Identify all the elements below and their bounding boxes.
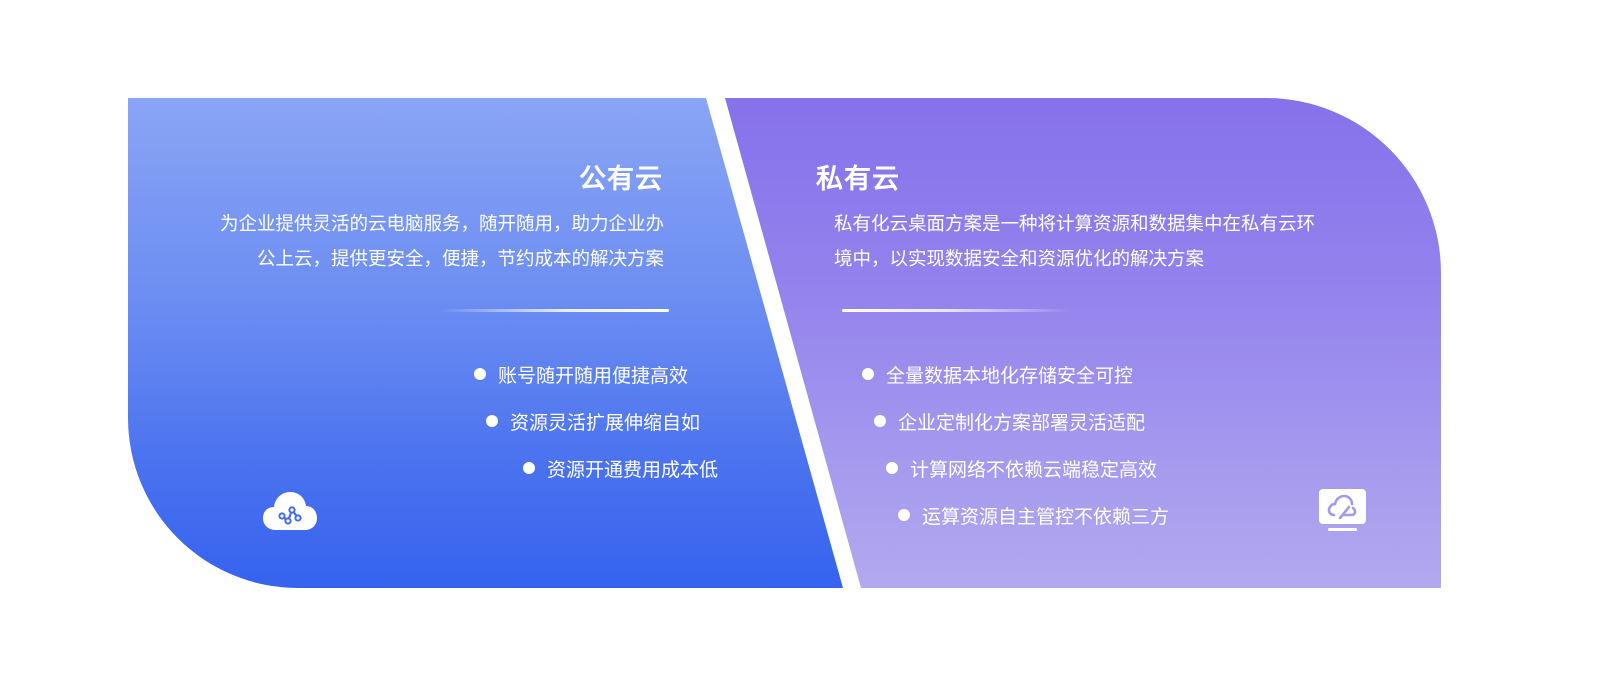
private-cloud-description-line: 私有化云桌面方案是一种将计算资源和数据集中在私有云环 <box>834 214 1316 235</box>
public-cloud-feature: 资源灵活扩展伸缩自如 <box>486 408 700 434</box>
public-cloud-title: 公有云 <box>579 164 663 195</box>
public-cloud-description-line: 为企业提供灵活的云电脑服务，随开随用，助力企业办 <box>219 214 664 235</box>
private-cloud-title: 私有云 <box>816 164 900 195</box>
private-cloud-feature-label: 运算资源自主管控不依赖三方 <box>922 505 1170 528</box>
private-cloud-feature: 全量数据本地化存储安全可控 <box>862 361 1133 387</box>
bullet-icon <box>886 462 898 474</box>
public-cloud-panel <box>128 98 843 588</box>
bullet-icon <box>523 462 535 474</box>
public-cloud-divider <box>440 309 669 312</box>
public-cloud-feature: 资源开通费用成本低 <box>523 455 718 481</box>
private-cloud-feature-label: 计算网络不依赖云端稳定高效 <box>910 458 1158 481</box>
private-cloud-divider <box>842 309 1072 312</box>
public-cloud-feature: 账号随开随用便捷高效 <box>474 361 688 387</box>
cloud-network-icon <box>263 492 317 530</box>
private-cloud-description: 私有化云桌面方案是一种将计算资源和数据集中在私有云环 境中，以实现数据安全和资源… <box>834 207 1315 277</box>
private-cloud-feature: 企业定制化方案部署灵活适配 <box>874 408 1145 434</box>
private-cloud-feature-label: 全量数据本地化存储安全可控 <box>886 364 1134 387</box>
public-cloud-description-line: 公上云，提供更安全，便捷，节约成本的解决方案 <box>256 249 664 270</box>
private-cloud-feature: 计算网络不依赖云端稳定高效 <box>886 455 1157 481</box>
public-cloud-feature-label: 账号随开随用便捷高效 <box>498 364 689 387</box>
cloud-monitor-icon <box>1319 489 1366 531</box>
bullet-icon <box>874 415 886 427</box>
bullet-icon <box>862 368 874 380</box>
private-cloud-feature-label: 企业定制化方案部署灵活适配 <box>898 411 1146 434</box>
bullet-icon <box>486 415 498 427</box>
private-cloud-description-line: 境中，以实现数据安全和资源优化的解决方案 <box>834 249 1205 270</box>
public-cloud-feature-label: 资源开通费用成本低 <box>547 458 719 481</box>
public-cloud-description: 为企业提供灵活的云电脑服务，随开随用，助力企业办 公上云，提供更安全，便捷，节约… <box>220 207 664 277</box>
public-cloud-feature-label: 资源灵活扩展伸缩自如 <box>510 411 701 434</box>
bullet-icon <box>474 368 486 380</box>
bullet-icon <box>898 509 910 521</box>
private-cloud-feature: 运算资源自主管控不依赖三方 <box>898 502 1169 528</box>
